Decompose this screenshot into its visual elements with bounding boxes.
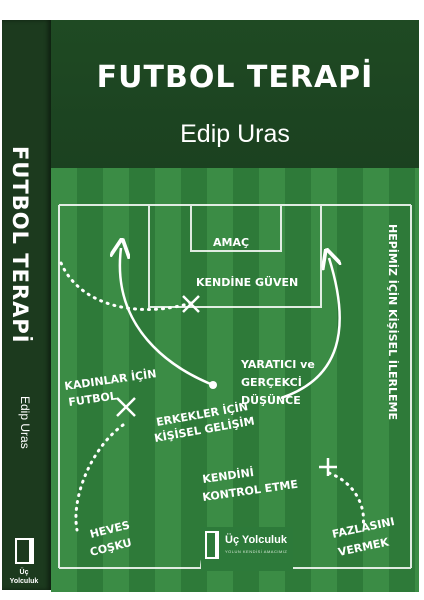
cross-marks — [116, 295, 337, 476]
book-title: FUTBOL TERAPİ — [96, 60, 374, 95]
label-creative-1: YARATICI ve — [240, 358, 315, 371]
label-confidence: KENDİNE GÜVEN — [196, 275, 298, 289]
book-author: Edip Uras — [180, 120, 290, 148]
publisher-badge: Üç Yolculuk YOLUN KENDİSİ AMACIMIZ — [201, 527, 293, 571]
spine-publisher-line1: Üç — [19, 569, 29, 576]
label-creative-2: GERÇEKCİ — [241, 375, 302, 389]
publisher-name: Üç Yolculuk — [225, 534, 287, 546]
ball-icon — [209, 381, 217, 389]
label-progress: HEPİMİZ İÇİN KİŞİSEL İLERLEME — [386, 224, 400, 420]
publisher-door-icon — [205, 531, 219, 559]
spine-publisher: Üç Yolculuk — [4, 568, 44, 586]
title-band: FUTBOL TERAPİ Edip Uras — [51, 20, 419, 168]
spine-title: FUTBOL TERAPİ — [8, 146, 32, 344]
label-creative-3: DÜŞÜNCE — [241, 393, 301, 407]
front-cover: FUTBOL TERAPİ Edip Uras — [51, 20, 419, 592]
publisher-tagline: YOLUN KENDİSİ AMACIMIZ — [225, 549, 288, 554]
grass-stripes — [51, 168, 419, 592]
spine-author: Edip Uras — [18, 396, 32, 449]
book-spine: FUTBOL TERAPİ Edip Uras Üç Yolculuk — [2, 20, 51, 590]
label-goal: AMAÇ — [213, 236, 249, 249]
tactic-arrows — [59, 248, 366, 532]
football-pitch-illustration: AMAÇ KENDİNE GÜVEN YARATICI ve GERÇEKCİ … — [51, 168, 419, 592]
publisher-logo-icon — [15, 538, 34, 564]
spine-publisher-line2: Yolculuk — [9, 578, 39, 585]
